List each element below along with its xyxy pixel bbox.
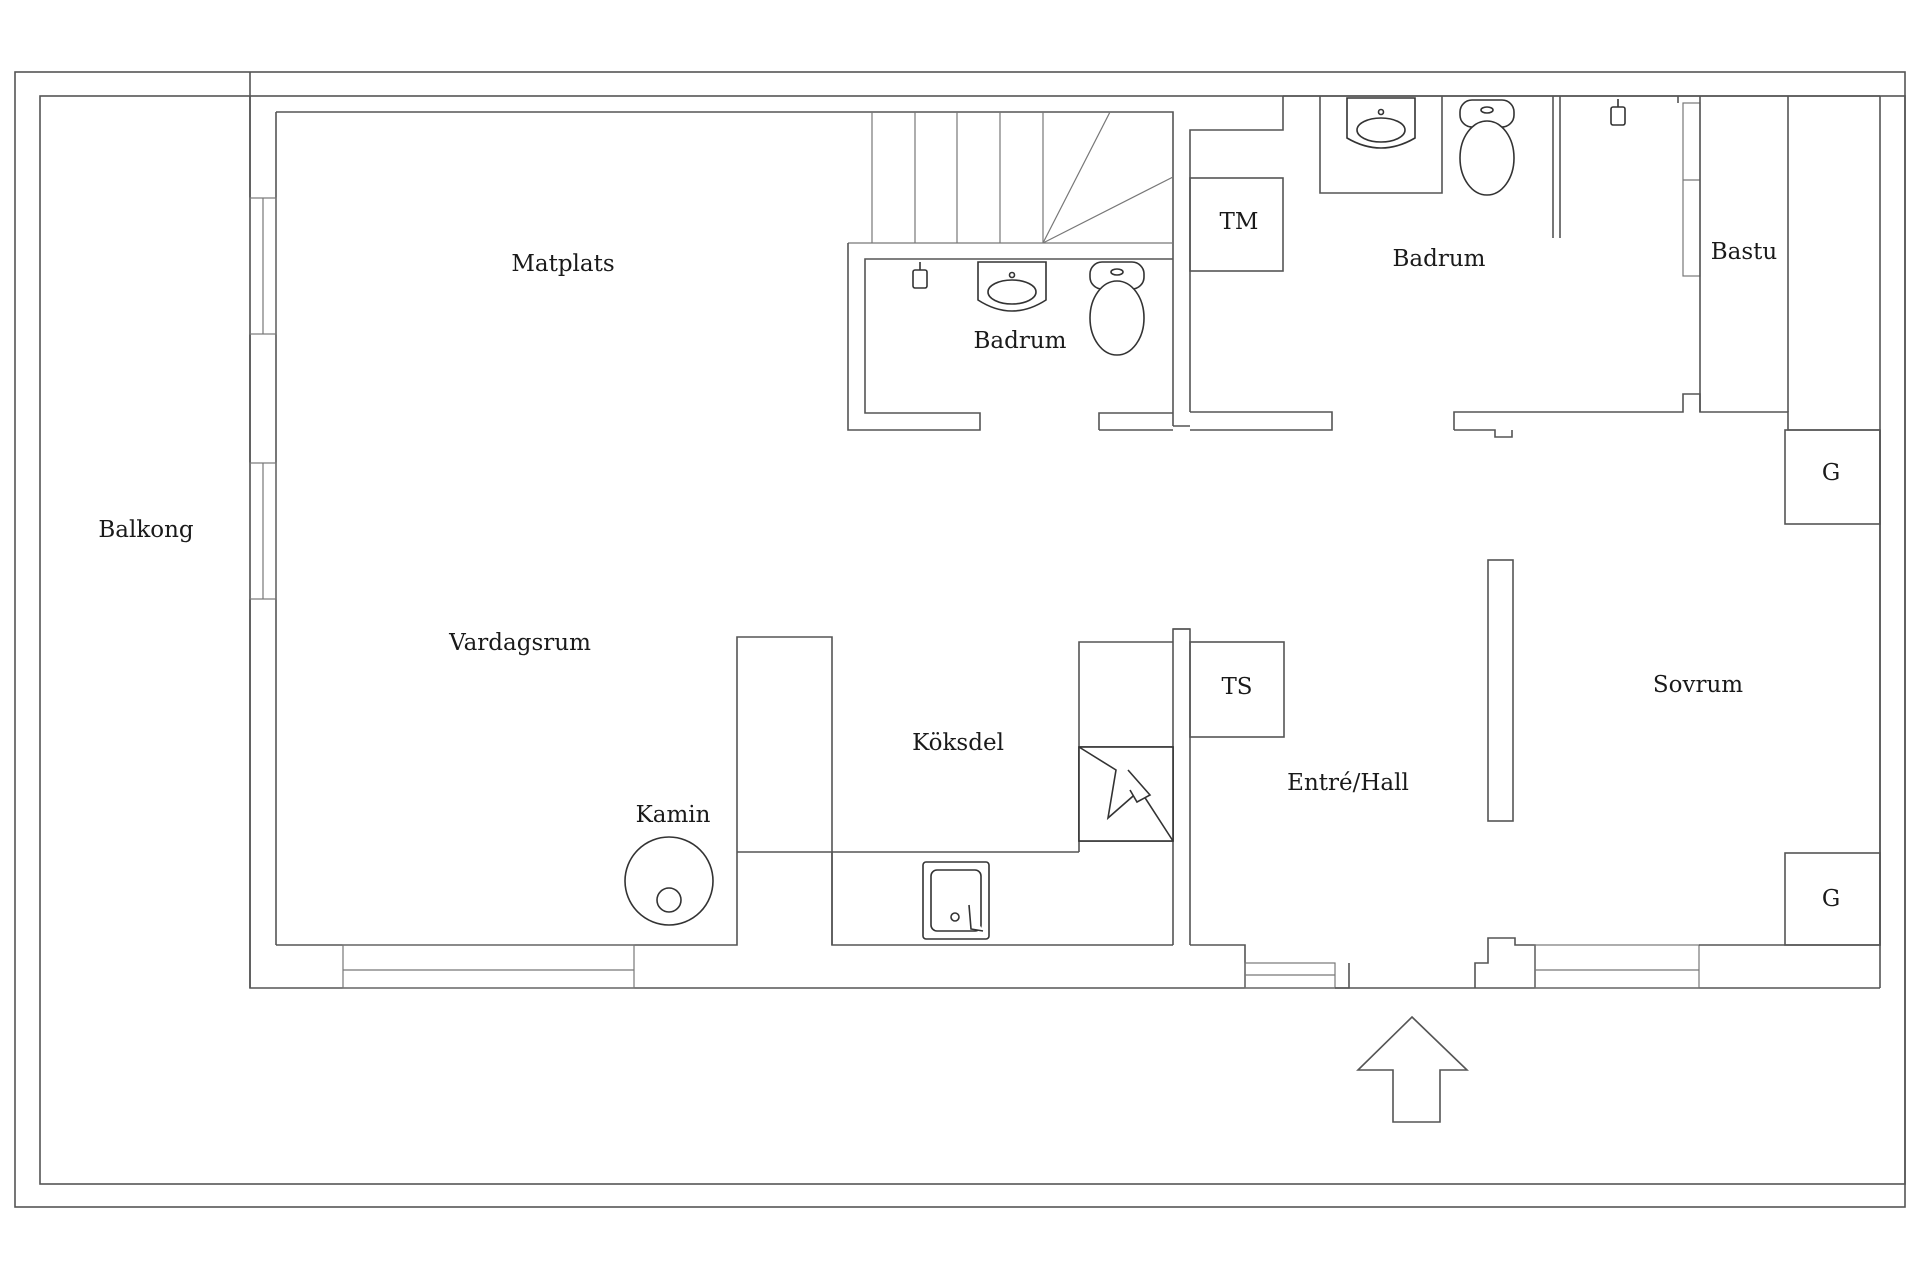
- sink-icon: [1346, 97, 1416, 149]
- room-label-bastu: Bastu: [1711, 239, 1777, 265]
- faucet-icon: [912, 262, 928, 289]
- outer-boundary: [14, 71, 1906, 1208]
- room-label-g-top: G: [1822, 460, 1840, 486]
- room-label-sovrum: Sovrum: [1653, 672, 1743, 698]
- sink-icon: [977, 261, 1047, 312]
- room-label-ts: TS: [1221, 674, 1252, 700]
- upper-wing: [1173, 95, 1880, 438]
- faucet-icon: [1610, 99, 1626, 126]
- g-closet-bottom: [1784, 852, 1881, 946]
- room-label-entre-hall: Entré/Hall: [1287, 770, 1409, 796]
- room-label-badrum-large: Badrum: [1393, 246, 1486, 272]
- room-label-koksdel: Köksdel: [912, 730, 1004, 756]
- kitchen-sink-icon: [922, 861, 990, 940]
- room-label-tm: TM: [1220, 209, 1259, 235]
- fireplace-icon: [624, 836, 714, 926]
- room-label-matplats: Matplats: [511, 251, 614, 277]
- room-label-kamin: Kamin: [636, 802, 711, 828]
- toilet-icon: [1089, 261, 1145, 356]
- arrow-up-icon: [1356, 1015, 1469, 1123]
- ts-closet: [1189, 641, 1285, 738]
- g-closet-top: [1784, 429, 1881, 525]
- room-label-badrum-small: Badrum: [974, 328, 1067, 354]
- small-bathroom: [847, 243, 1173, 431]
- room-label-balkong: Balkong: [98, 517, 194, 543]
- wardrobe-partition: [1487, 559, 1514, 822]
- chimney-icon: [1078, 746, 1174, 842]
- toilet-icon: [1459, 99, 1515, 196]
- room-label-g-bottom: G: [1822, 886, 1840, 912]
- room-label-vardagsrum: Vardagsrum: [448, 630, 591, 656]
- stairs-icon: [848, 111, 1174, 244]
- house-walls: [249, 96, 1881, 989]
